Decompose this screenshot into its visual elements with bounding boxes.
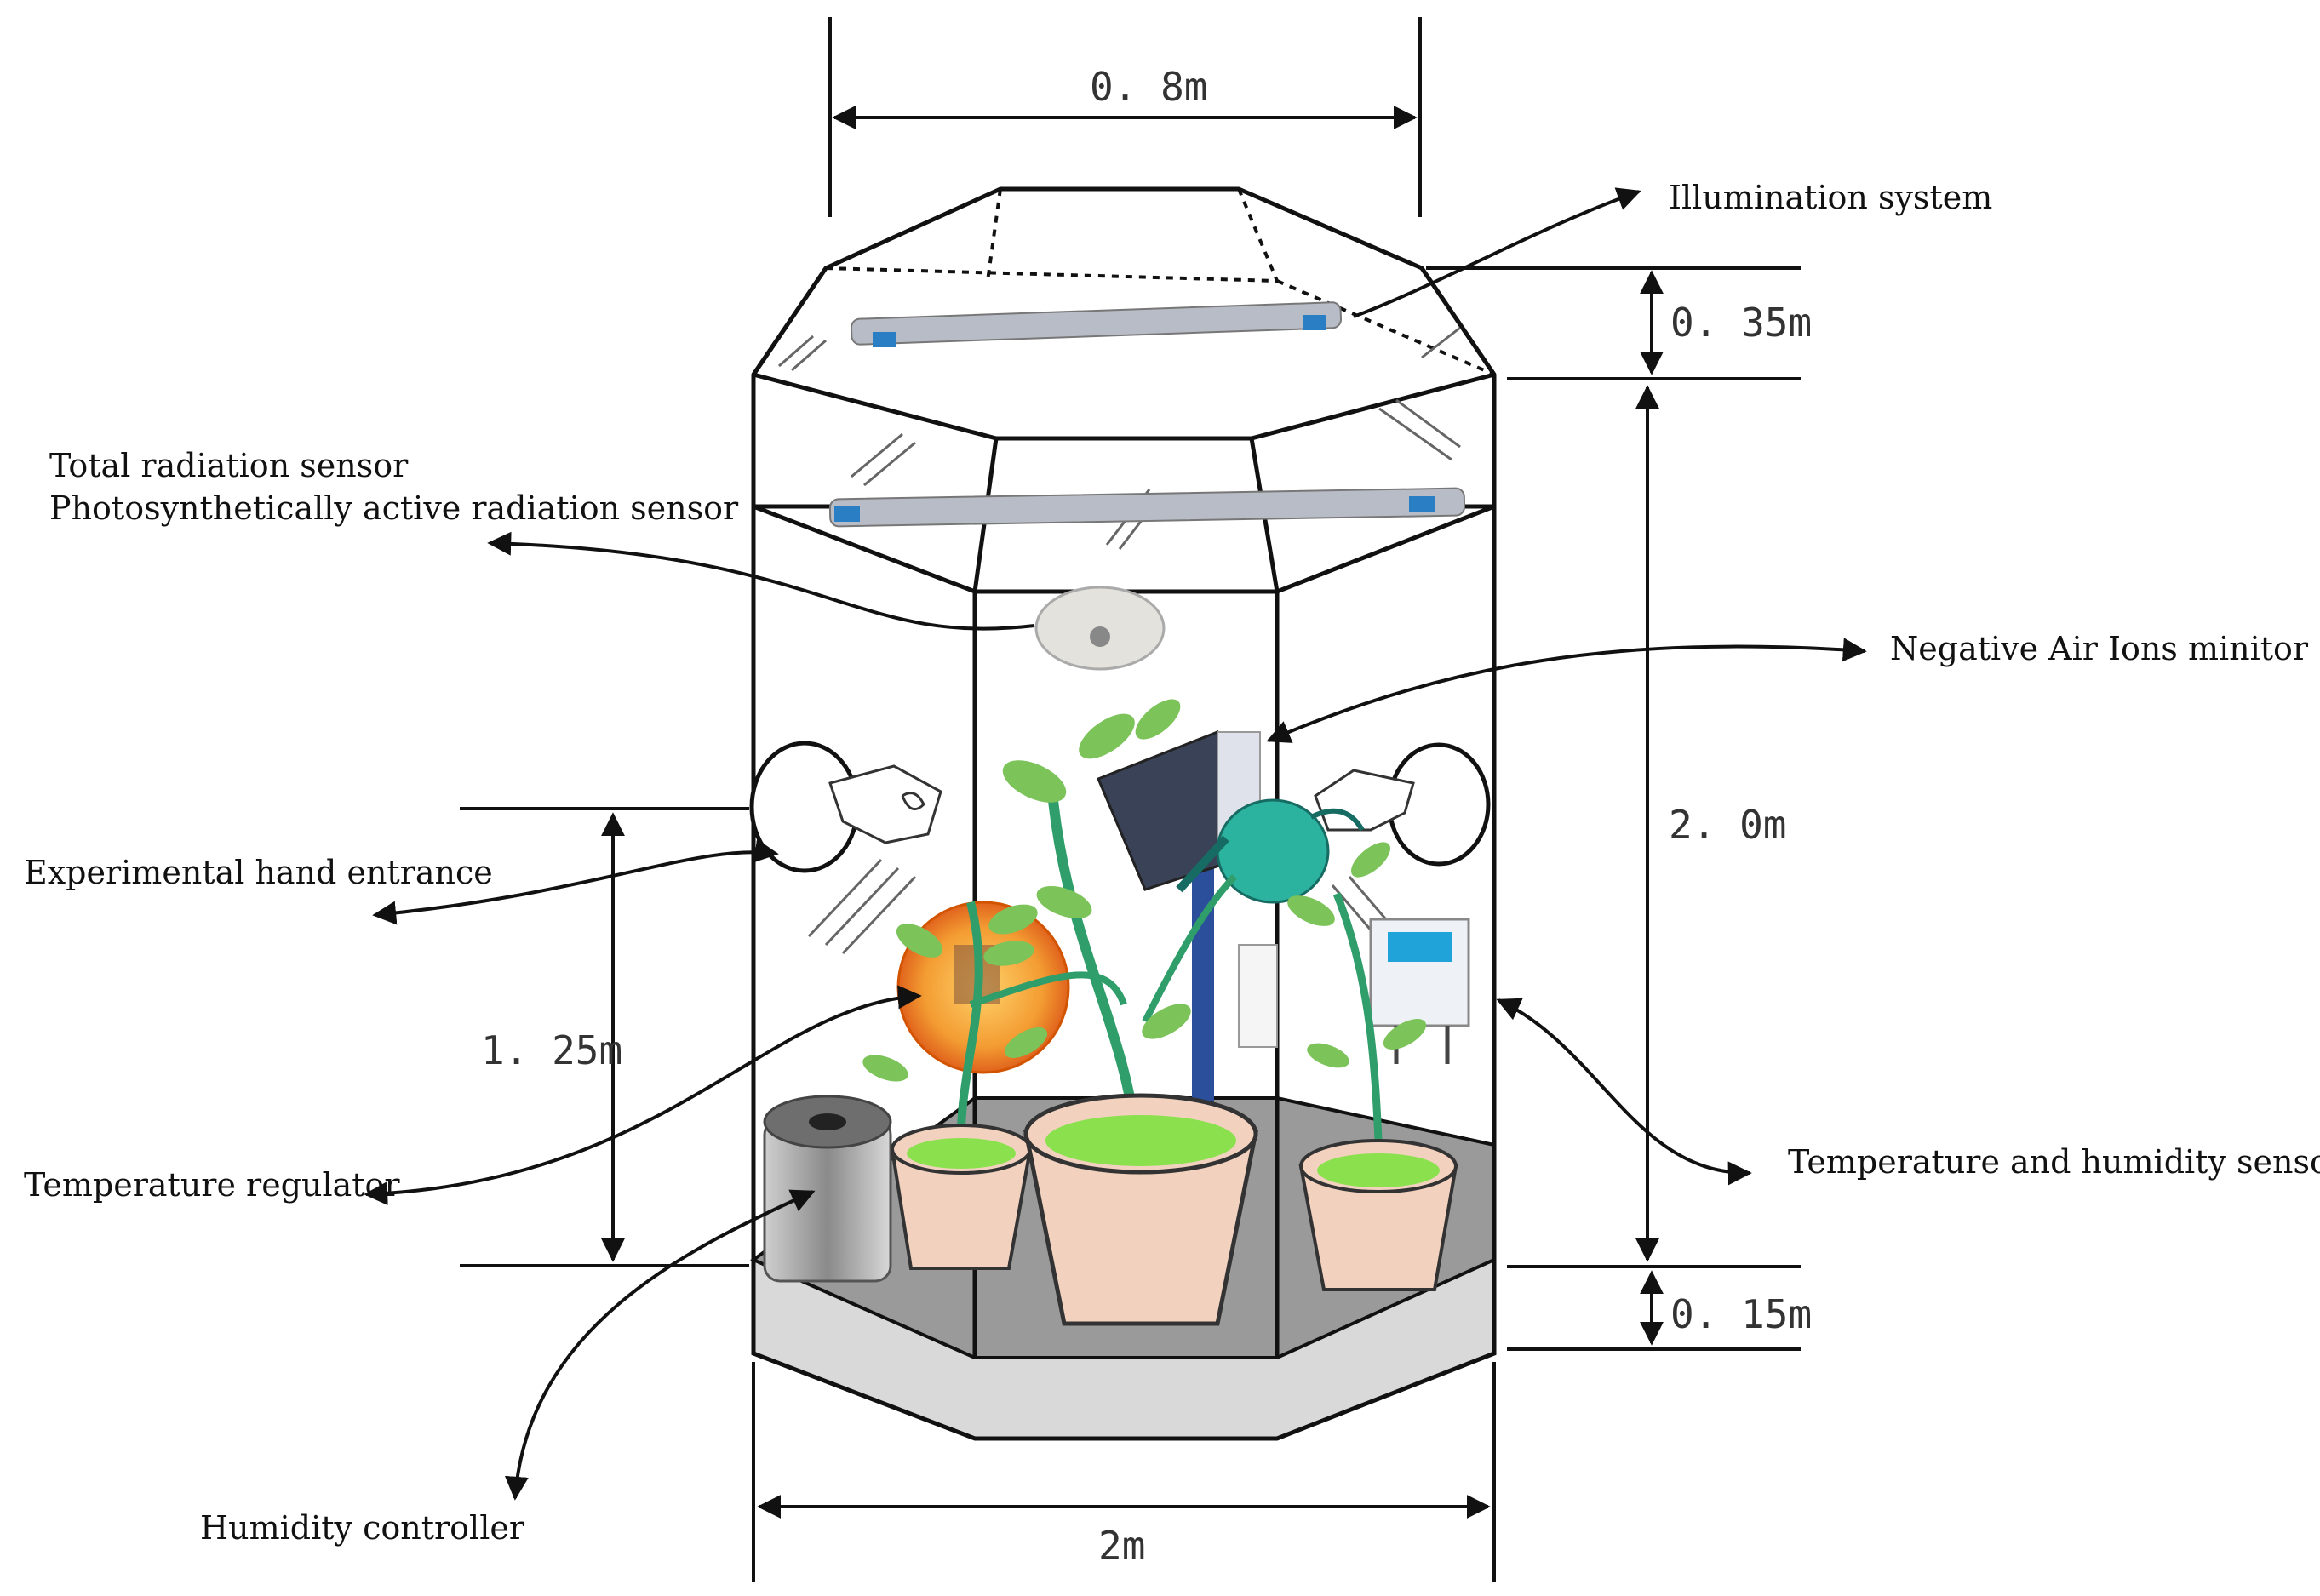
lamp-lower [828,487,1466,528]
hand-entrance-left [749,741,942,873]
pot-center [1023,1093,1259,1326]
radiation-sensor [1034,586,1166,671]
label-experimental-hand-entrance: Experimental hand entrance [24,854,493,891]
wall-panel [1238,944,1278,1048]
hand-entrance-right [1314,742,1491,867]
dimension-top-width [828,17,1422,217]
leader-illumination [1353,187,1641,318]
lamp-upper [850,301,1343,347]
pot-right [1298,1139,1458,1291]
label-negative-air-ions-monitor: Negative Air Ions minitor [1890,630,2309,667]
leader-temp-humidity [1496,998,1752,1186]
leader-ions [1266,638,1867,743]
dimension-base-width-label: 2m [1098,1523,1145,1569]
temperature-regulator [896,901,1070,1074]
dimension-base-height [1507,1265,1801,1351]
label-illumination-system: Illumination system [1669,179,1992,216]
watering-can [1176,798,1365,904]
label-par-sensor: Photosynthetically active radiation sens… [49,489,739,527]
plant-right [1287,842,1427,1158]
plant-center [969,699,1237,1141]
label-total-radiation-sensor: Total radiation sensor [49,447,409,484]
humidity-controller-device [763,1095,892,1283]
label-temp-humidity-sensor: Temperature and humidity sensor [1788,1143,2320,1181]
dimension-hand-height-label: 1. 25m [481,1027,622,1073]
pot-left [890,1124,1033,1270]
dimension-roof-height [1426,266,1801,380]
leader-temp-regulator [364,985,922,1206]
label-humidity-controller: Humidity controller [200,1509,525,1547]
dimension-roof-height-label: 0. 35m [1670,300,1812,346]
label-temperature-regulator: Temperature regulator [24,1166,400,1204]
leader-humidity-controller [504,1189,816,1501]
leader-hand [372,838,779,925]
dimension-body-height-label: 2. 0m [1669,802,1786,848]
leader-radiation [487,531,1035,631]
dimension-base-height-label: 0. 15m [1670,1291,1812,1337]
dimension-top-width-label: 0. 8m [1090,64,1207,110]
